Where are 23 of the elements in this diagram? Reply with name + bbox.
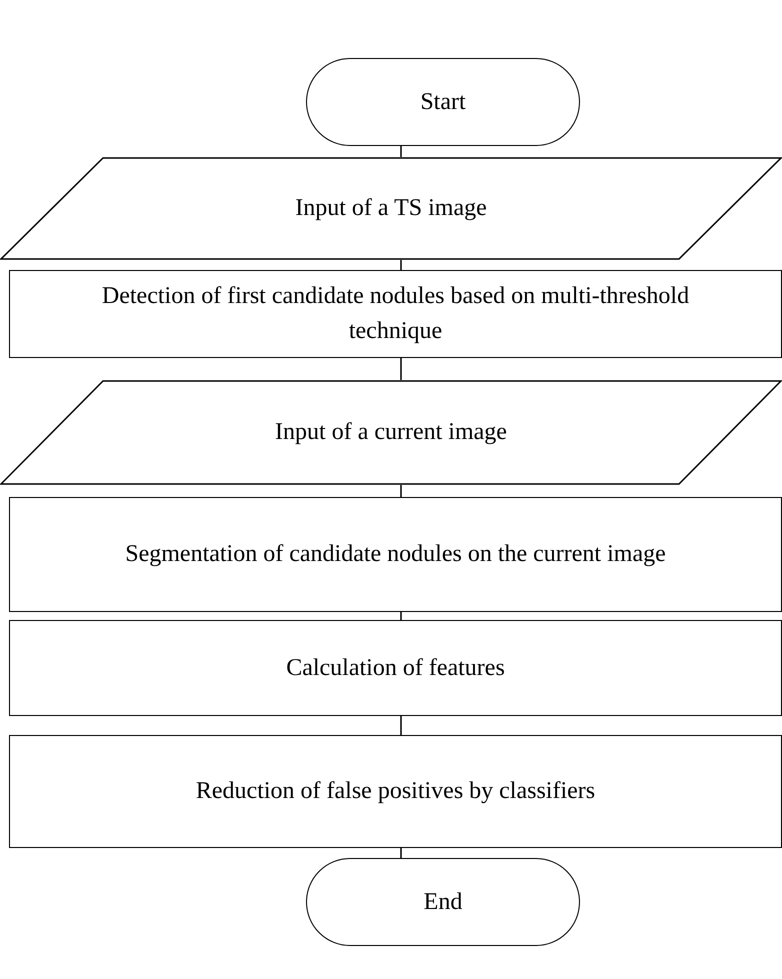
process-box [9, 735, 782, 848]
terminal-shape [306, 858, 580, 946]
node-label: Detection of first candidate nodules based on multi-threshold technique [100, 282, 690, 346]
connector-line [400, 485, 402, 497]
connector-line [400, 358, 402, 380]
input-parallelogram [0, 380, 782, 485]
connector-line [400, 848, 402, 858]
process-box [9, 497, 782, 612]
input-parallelogram [0, 157, 782, 260]
connector-line [400, 612, 402, 620]
connector-line [400, 146, 402, 157]
node-label: Start [420, 88, 466, 117]
node-label: Input of a TS image [295, 194, 487, 224]
process-box [9, 620, 782, 716]
terminal-shape [306, 58, 580, 146]
node-label: Input of a current image [275, 418, 507, 448]
node-label: End [424, 888, 462, 917]
node-label: Calculation of features [286, 654, 505, 683]
node-label: Segmentation of candidate nodules on the current image [125, 540, 666, 570]
connector-line [400, 260, 402, 270]
connector-line [400, 716, 402, 735]
node-label: Reduction of false positives by classifiers [196, 777, 596, 806]
process-box [9, 270, 782, 358]
